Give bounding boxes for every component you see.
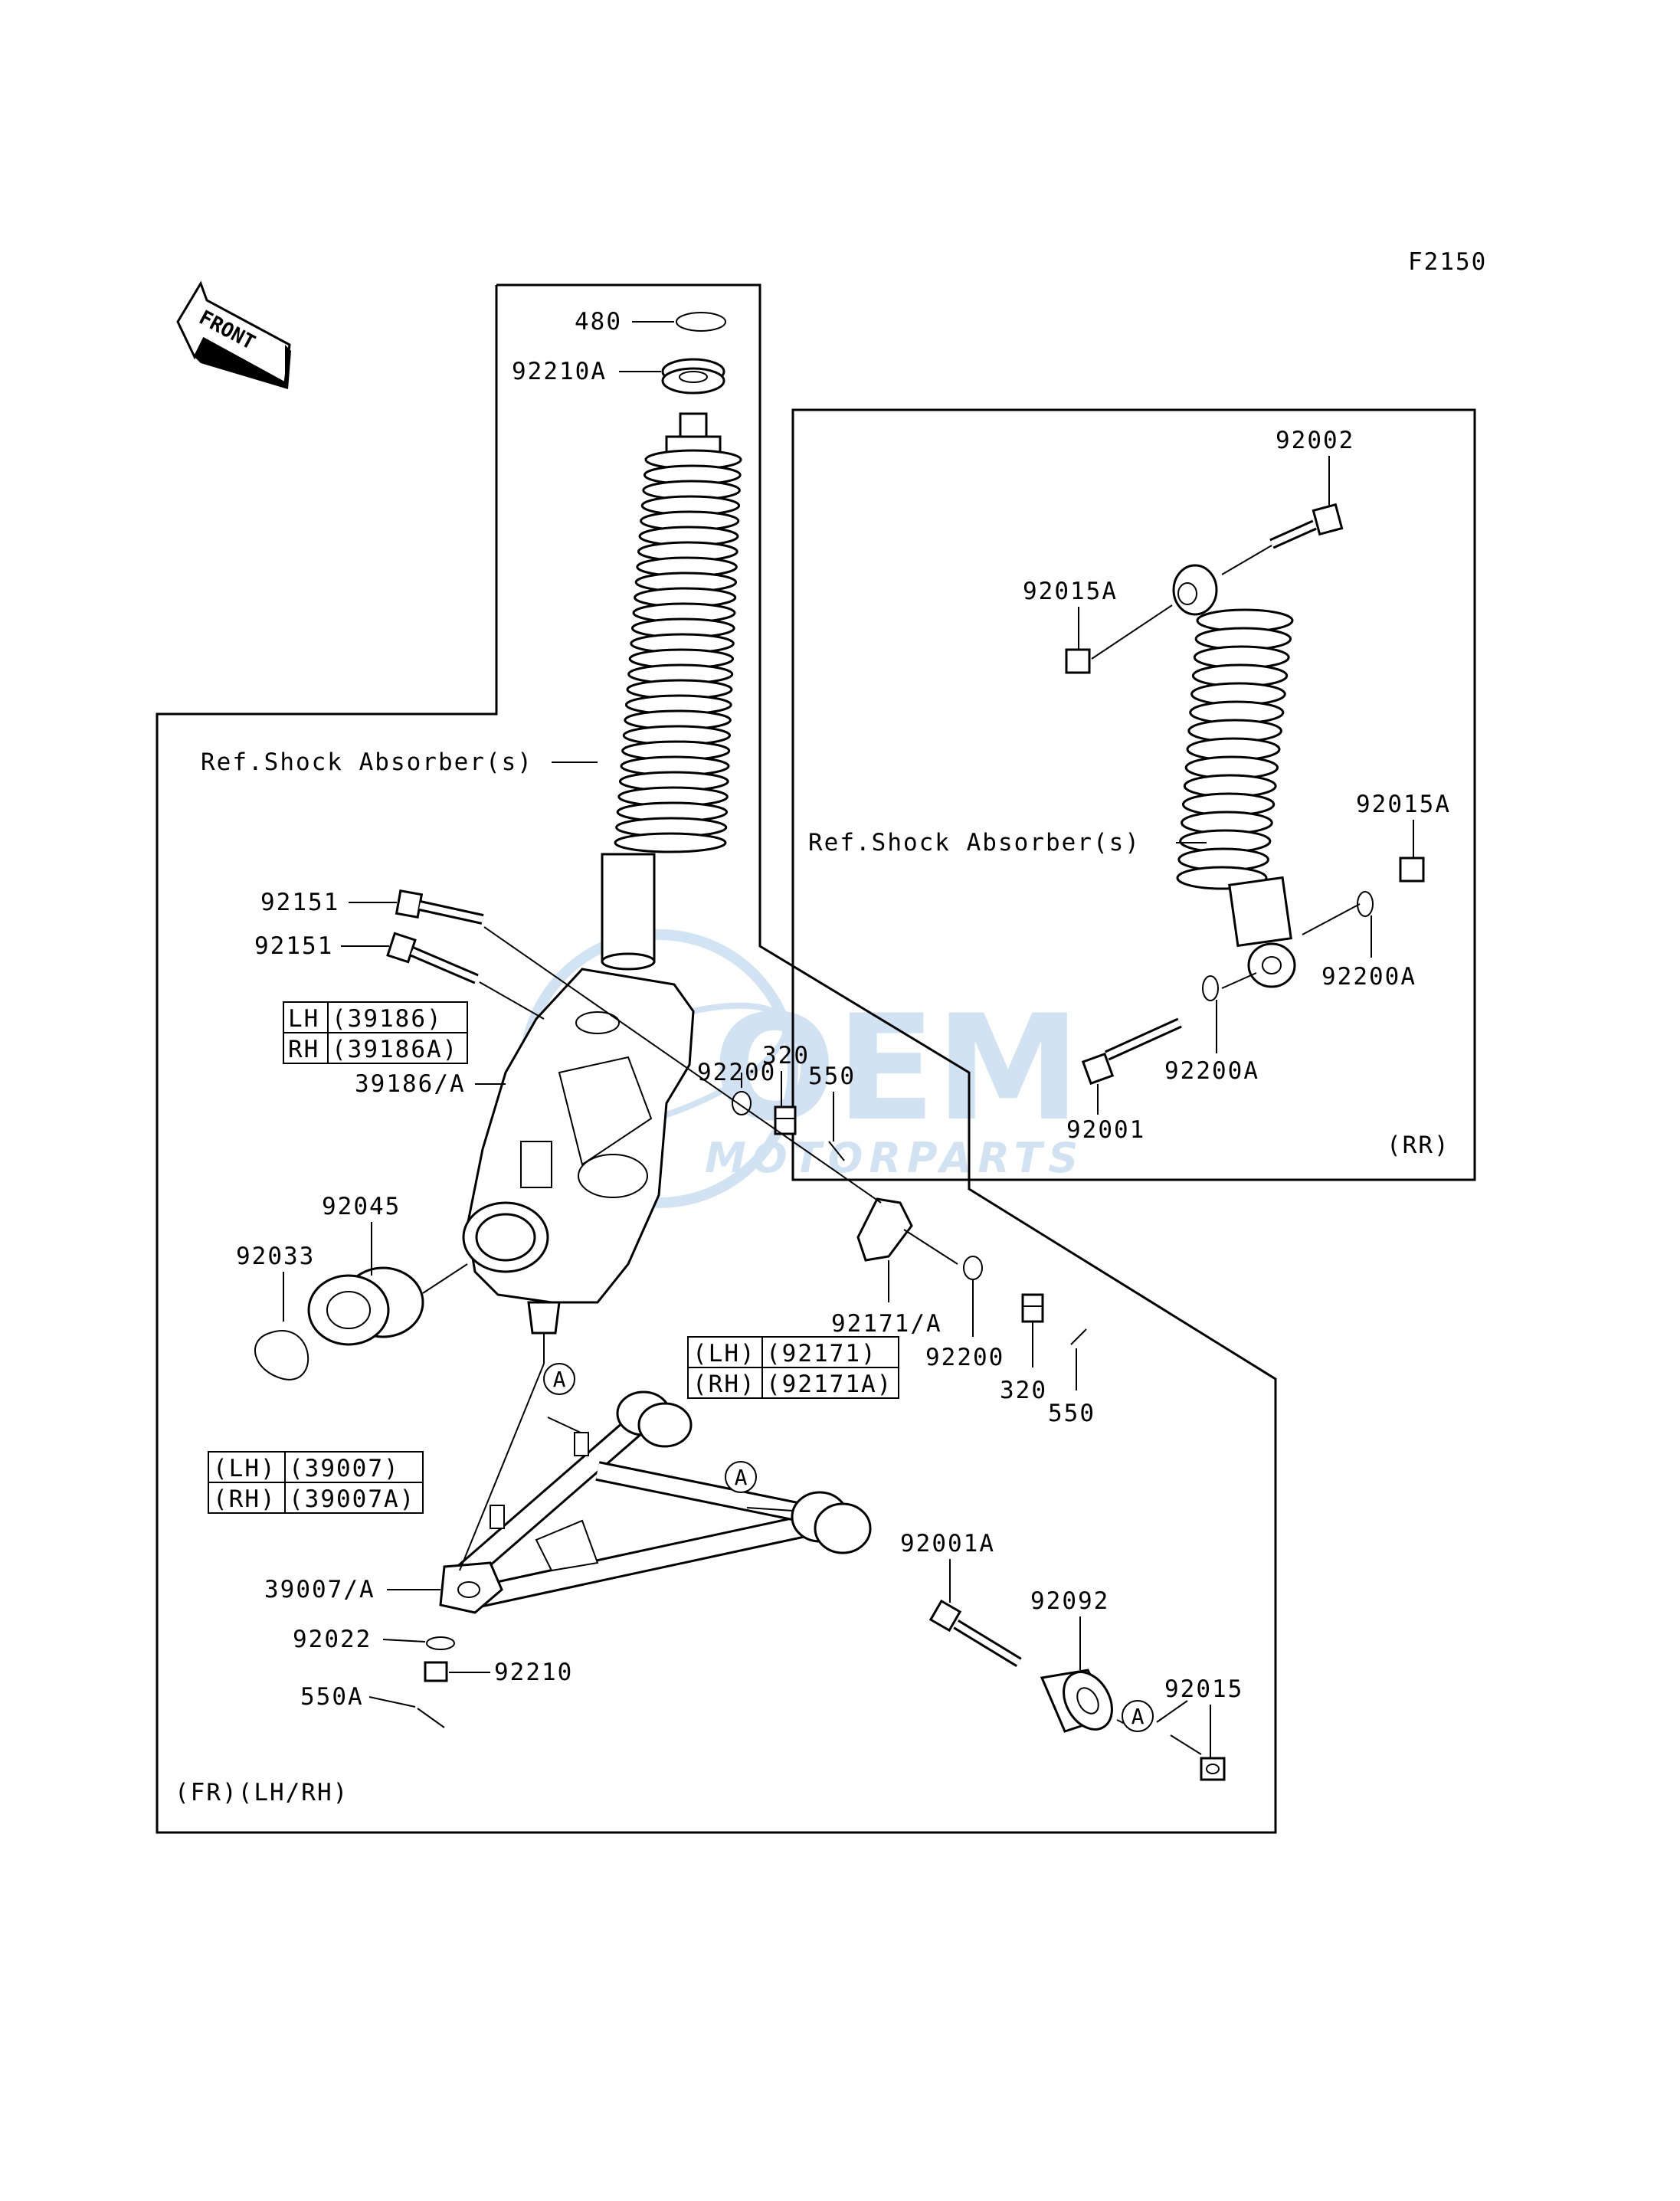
label-92015A-lower: 92015A: [1356, 791, 1451, 818]
front-labels: 480 92210A Ref.Shock Absorber(s) 92151 9…: [175, 308, 1243, 1806]
label-92151-upper: 92151: [260, 889, 339, 916]
marker-a-1: A: [543, 1363, 575, 1395]
a-arm-39007: [439, 1390, 872, 1614]
watermark-brand: OEM: [712, 984, 1080, 1153]
circlip-92033: [254, 1330, 309, 1381]
label-550-upper: 550: [808, 1063, 856, 1090]
front-direction-arrow-icon: FRONT: [176, 280, 291, 389]
label-rear-ref-shock: Ref.Shock Absorber(s): [808, 829, 1141, 856]
knuckle-table-lh: LH: [288, 1005, 319, 1033]
label-92151-lower: 92151: [254, 932, 333, 960]
label-92210A: 92210A: [512, 358, 607, 385]
label-320-upper: 320: [762, 1042, 810, 1069]
label-92200-lower: 92200: [925, 1344, 1004, 1371]
arm-table-rh-part: (39007A): [289, 1485, 415, 1513]
rear-shock-absorber: [1172, 564, 1296, 988]
cotter-pin-550-lower: [1070, 1328, 1087, 1345]
label-92015: 92015: [1164, 1675, 1243, 1703]
label-92171: 92171/A: [831, 1310, 942, 1338]
knuckle-table-lh-part: (39186): [332, 1005, 443, 1033]
label-92210: 92210: [494, 1659, 573, 1686]
label-front-ref-shock: Ref.Shock Absorber(s): [201, 748, 533, 776]
bolt-92151-lower: [386, 932, 479, 984]
bearing-92045: [307, 1266, 424, 1346]
svg-text:A: A: [553, 1367, 566, 1392]
cotter-pin-550A: [417, 1708, 445, 1728]
leader-lines: [283, 321, 1414, 1758]
bracket-variant-table: (LH) (92171) (RH) (92171A): [687, 1336, 899, 1399]
label-92200-upper: 92200: [697, 1059, 776, 1086]
bolt-92001A: [928, 1599, 1022, 1667]
label-550A: 550A: [300, 1683, 364, 1711]
bolt-92151-upper: [395, 889, 484, 925]
svg-text:A: A: [735, 1465, 748, 1490]
label-92200A-right: 92200A: [1321, 963, 1416, 991]
label-92002: 92002: [1276, 427, 1354, 454]
arm-table-rh: (RH): [213, 1485, 277, 1513]
label-92033: 92033: [236, 1243, 315, 1270]
bracket-table-lh: (LH): [693, 1340, 756, 1367]
nut-92015: [1200, 1757, 1226, 1781]
label-92001A: 92001A: [900, 1530, 995, 1557]
watermark-sub: MOTORPARTS: [705, 1134, 1084, 1182]
washer-92200A-lower: [1202, 975, 1219, 1001]
label-550-lower: 550: [1048, 1400, 1095, 1427]
cotter-pin-550-upper: [828, 1141, 845, 1161]
marker-a-2: A: [725, 1461, 757, 1493]
label-92022: 92022: [293, 1626, 372, 1653]
rear-section-frame: [791, 408, 1476, 1181]
svg-text:A: A: [1131, 1704, 1145, 1729]
label-92092: 92092: [1030, 1587, 1109, 1615]
knuckle-table-rh: RH: [288, 1036, 319, 1063]
watermark: OEM MOTORPARTS: [519, 929, 1084, 1208]
circlip-480: [676, 312, 726, 332]
label-92015A-upper: 92015A: [1023, 578, 1118, 605]
nut-92015A-lower: [1399, 856, 1425, 883]
bracket-table-rh-part: (92171A): [766, 1371, 892, 1398]
castle-nut-92210: [424, 1661, 448, 1682]
bolt-92001: [1081, 1017, 1182, 1086]
front-shock-absorber: [601, 412, 742, 971]
rear-labels: 92002 92015A 92015A Ref.Shock Absorber(s…: [808, 427, 1451, 1159]
front-section-caption: (FR)(LH/RH): [175, 1779, 349, 1806]
castle-nut-320-lower: [1021, 1293, 1044, 1323]
front-section-frame: [156, 283, 1277, 1834]
washer-92200-lower: [963, 1256, 983, 1280]
nut-92210A: [661, 358, 725, 395]
bracket-92171: [856, 1197, 913, 1262]
arm-table-lh-part: (39007): [289, 1455, 400, 1482]
rear-section-caption: (RR): [1387, 1132, 1450, 1159]
knuckle-table-rh-part: (39186A): [332, 1036, 458, 1063]
label-39186: 39186/A: [355, 1070, 466, 1098]
label-92045: 92045: [322, 1193, 401, 1220]
knuckle-variant-table: LH (39186) RH (39186A): [283, 1001, 468, 1064]
arm-table-lh: (LH): [213, 1455, 277, 1482]
label-92001: 92001: [1066, 1116, 1145, 1144]
label-92200A-left: 92200A: [1164, 1057, 1259, 1085]
castle-nut-320-upper: [774, 1105, 797, 1135]
label-480: 480: [575, 308, 622, 336]
bolt-92002: [1269, 503, 1344, 549]
steering-knuckle-39186: [462, 968, 695, 1364]
washer-92022: [426, 1636, 455, 1650]
label-39007: 39007/A: [264, 1576, 375, 1603]
bracket-table-rh: (RH): [693, 1371, 756, 1398]
nut-92015A-upper: [1065, 648, 1091, 674]
bracket-table-lh-part: (92171): [766, 1340, 877, 1367]
arm-variant-table: (LH) (39007) (RH) (39007A): [208, 1451, 424, 1514]
washer-92200A-upper: [1357, 891, 1374, 917]
bushing-92092: [1040, 1669, 1113, 1733]
label-320-lower: 320: [1000, 1377, 1047, 1404]
figure-code: F2150: [1408, 248, 1487, 276]
marker-a-3: A: [1122, 1700, 1154, 1732]
